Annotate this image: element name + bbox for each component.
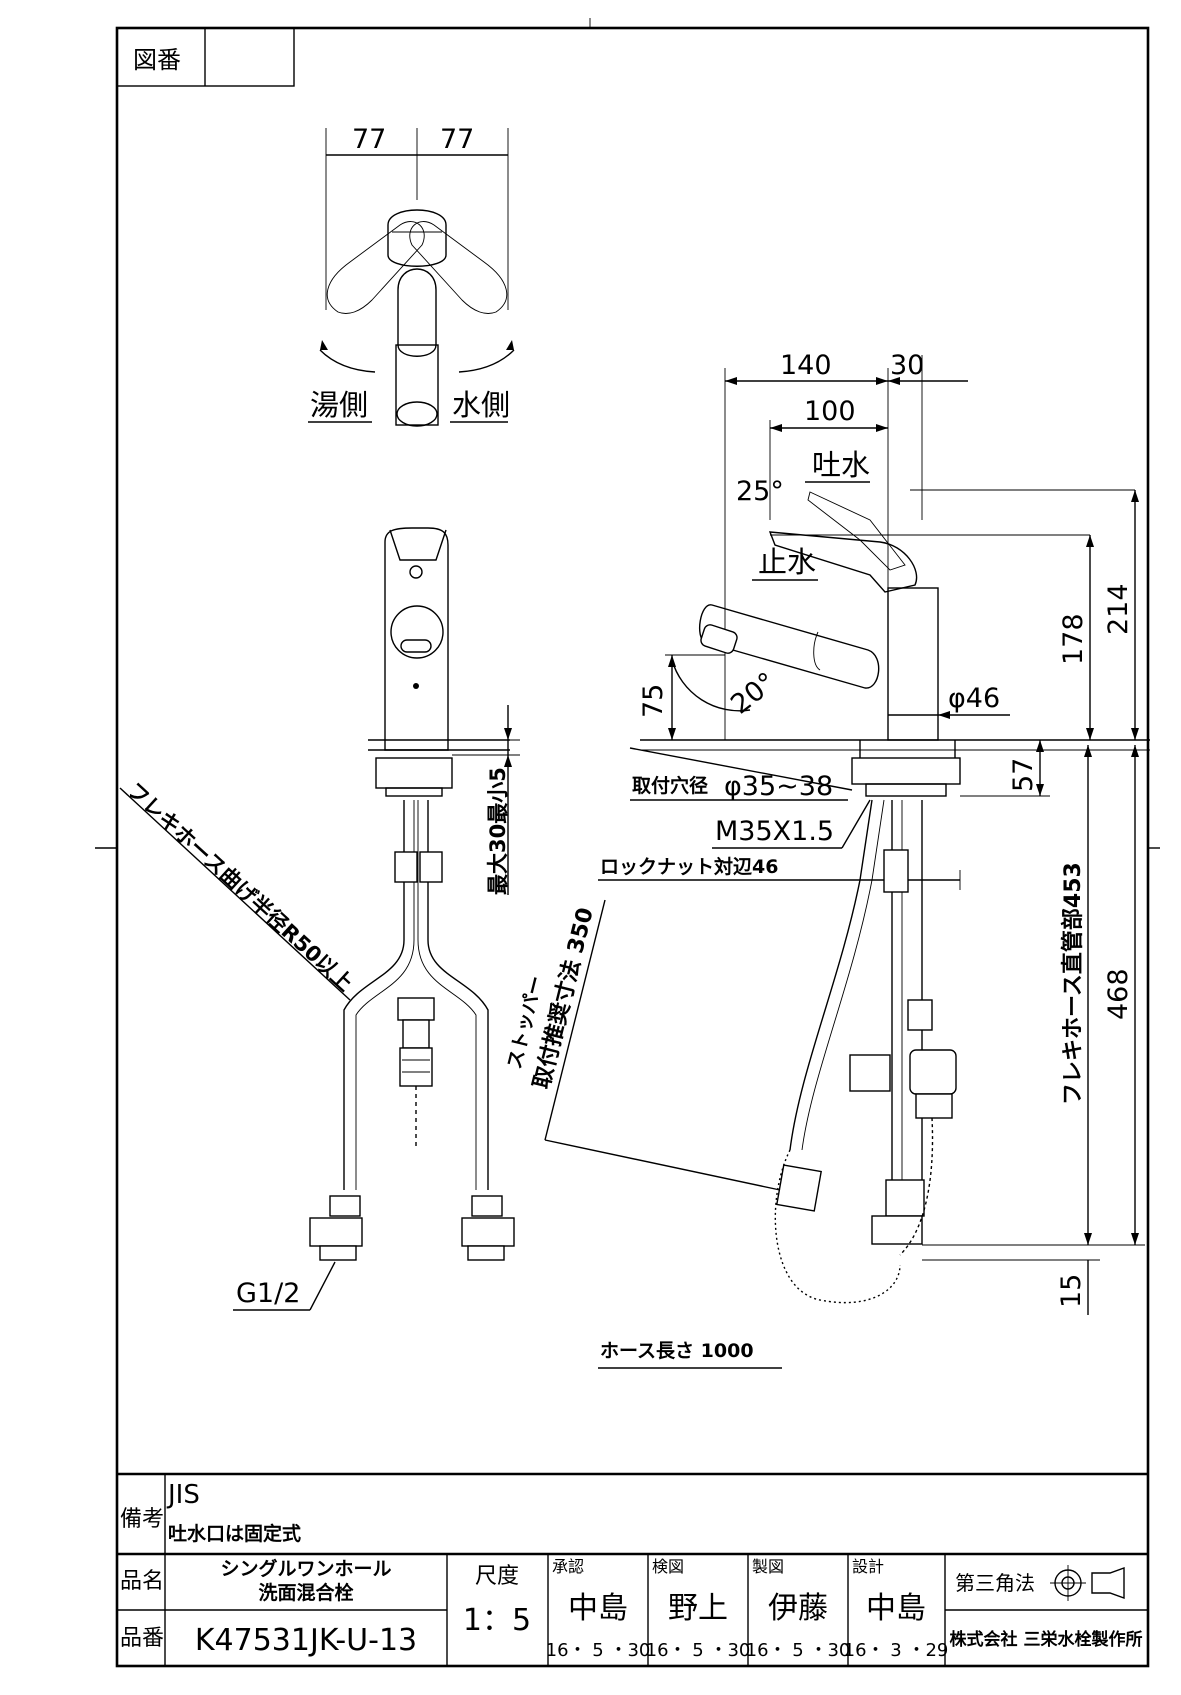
hinmei-line2: 洗面混合栓 [258, 1581, 353, 1604]
svg-text:製図: 製図 [752, 1557, 784, 1576]
thread-g-label: G1/2 [236, 1278, 300, 1309]
drawing-number-box: 図番 [116, 27, 295, 87]
dim-100: 100 [804, 396, 856, 427]
svg-text:中島: 中島 [568, 1591, 628, 1626]
svg-text:承認: 承認 [552, 1557, 584, 1576]
drawing-frame [115, 26, 1150, 1668]
dim-30: 30 [890, 350, 924, 381]
angle-25-label: 25° [736, 476, 784, 507]
angle-20-label: 20° [725, 667, 782, 721]
svg-text:16・ 5 ・30: 16・ 5 ・30 [746, 1640, 851, 1661]
bend-radius-label: フレキホース曲げ半径R50以上 [123, 778, 358, 996]
zuban-label: 図番 [133, 46, 181, 74]
hinban-label: 品番 [120, 1626, 164, 1651]
dim-57: 57 [1008, 758, 1039, 792]
spout-open-label: 吐水 [812, 448, 870, 482]
thread-label: M35X1.5 [715, 816, 834, 847]
hinmei-label: 品名 [120, 1569, 164, 1594]
svg-text:伊藤: 伊藤 [768, 1591, 828, 1626]
spout-close-label: 止水 [758, 545, 816, 579]
mount-hole-dim: φ35~38 [724, 771, 833, 802]
svg-text:設計: 設計 [852, 1557, 884, 1576]
biko-label: 備考 [120, 1507, 164, 1532]
dim-468: 468 [1103, 968, 1134, 1020]
dim-77-left: 77 [352, 124, 386, 155]
company-name: 株式会社 三栄水栓製作所 [950, 1629, 1143, 1650]
hot-side-label: 湯側 [310, 388, 368, 422]
lock-nut-label: ロックナット対辺46 [600, 855, 778, 878]
biko-line1: JIS [166, 1480, 200, 1510]
approval-stamp-3: 製図 伊藤 16・ 5 ・30 [746, 1557, 851, 1661]
cold-side-label: 水側 [452, 388, 510, 422]
svg-text:16・ 3 ・29: 16・ 3 ・29 [844, 1640, 949, 1661]
dim-140: 140 [780, 350, 832, 381]
dim-77-right: 77 [440, 124, 474, 155]
dim-214: 214 [1103, 583, 1134, 635]
biko-line2: 吐水口は固定式 [168, 1522, 301, 1545]
svg-text:野上: 野上 [668, 1591, 728, 1626]
dim-75: 75 [638, 684, 669, 718]
scale-label: 尺度 [475, 1564, 519, 1589]
top-view: 77 77 湯側 水側 [308, 124, 515, 427]
hinmei-line1: シングルワンホール [220, 1557, 391, 1580]
svg-text:16・ 5 ・30: 16・ 5 ・30 [646, 1640, 751, 1661]
approval-stamp-4: 設計 中島 16・ 3 ・29 [844, 1557, 949, 1661]
hinban-value: K47531JK-U-13 [195, 1623, 417, 1658]
front-view: 最大30最小5 G1/2 フレキホース曲げ半径R50以上 [119, 527, 520, 1311]
dim-15: 15 [1056, 1274, 1087, 1308]
approval-stamp-1: 承認 中島 16・ 5 ・30 [546, 1557, 651, 1661]
third-angle-projection-icon [1050, 1565, 1125, 1601]
max-thickness-label: 最大30最小5 [486, 767, 510, 895]
dim-178: 178 [1058, 613, 1089, 665]
hose-length-label: ホース長さ 1000 [600, 1340, 754, 1362]
flex-straight-label: フレキホース直管部453 [1060, 862, 1086, 1105]
approval-stamp-2: 検図 野上 16・ 5 ・30 [646, 1557, 751, 1661]
mount-hole-label: 取付穴径 [632, 774, 708, 797]
dia-46-label: φ46 [948, 683, 1000, 714]
side-view: 140 30 100 吐水 25° 止水 20° 75 [504, 350, 1150, 1369]
projection-label: 第三角法 [955, 1571, 1035, 1595]
svg-text:16・ 5 ・30: 16・ 5 ・30 [546, 1640, 651, 1661]
svg-text:検図: 検図 [652, 1557, 684, 1576]
svg-text:中島: 中島 [866, 1591, 926, 1626]
title-block: 備考 JIS 吐水口は固定式 品名 シングルワンホール 洗面混合栓 品番 K47… [117, 1472, 1148, 1666]
scale-value: 1：5 [463, 1603, 531, 1638]
